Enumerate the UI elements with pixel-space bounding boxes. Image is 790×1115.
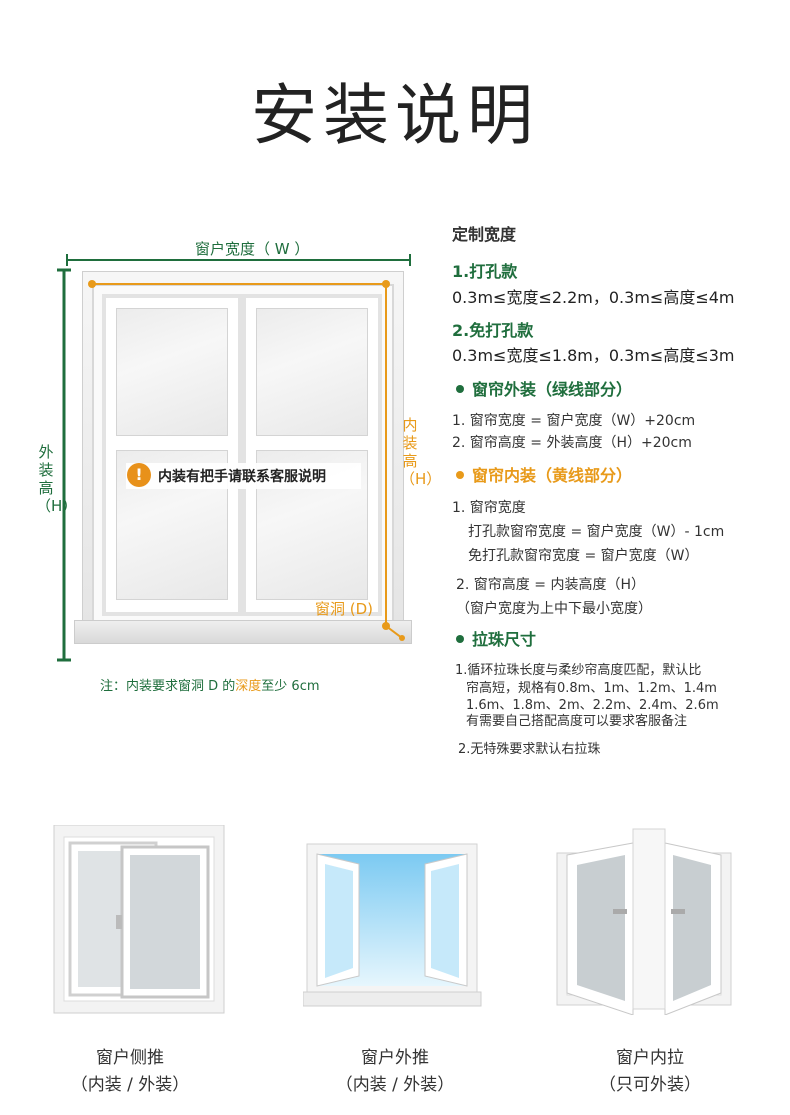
bead-heading: 拉珠尺寸 (456, 626, 536, 650)
bead-line1: 1.循环拉珠长度与柔纱帘高度匹配，默认比 (455, 663, 702, 678)
width-label: 窗户宽度（ W ） (195, 240, 310, 258)
window-type-1-mount: （内装 / 外装） (70, 1075, 190, 1095)
inner-mount-width: 1. 窗帘宽度 (452, 500, 526, 516)
measurement-lines (57, 254, 411, 662)
inward-window-icon (556, 828, 732, 1016)
inward-window-image (555, 825, 735, 1016)
warning-banner (126, 463, 361, 489)
outer-height-label: 外装高（H） (36, 443, 78, 515)
depth-label: 窗洞 (D) (315, 600, 374, 618)
inner-mount-height: 2. 窗帘高度 = 内装高度（H） (456, 577, 645, 593)
bead-line5: 2.无特殊要求默认右拉珠 (458, 742, 601, 757)
depth-note: 注：内装要求窗洞 D 的深度至少 6cm (100, 679, 320, 694)
outward-window-image (302, 840, 483, 1030)
bead-line2: 帘高短，规格有0.8m、1m、1.2m、1.4m (466, 681, 717, 696)
bullet-icon (456, 470, 464, 479)
bullet-icon (456, 384, 464, 393)
inner-mount-height-note: （窗户宽度为上中下最小宽度） (456, 601, 652, 617)
inner-mount-width-nodrill: 免打孔款窗帘宽度 = 窗户宽度（W） (468, 548, 699, 564)
window-glass (256, 308, 368, 436)
window-measurement-diagram: 窗户宽度（ W ） 外装高（H） 内装高（H） 窗洞 (D) ! 内装有把手请联… (30, 228, 442, 698)
outer-mount-height: 2. 窗帘高度 = 外装高度（H）+20cm (452, 435, 692, 451)
sliding-window-image (50, 824, 230, 1015)
type2-title: 2.免打孔款 (452, 321, 534, 340)
page-title: 安装说明 (251, 77, 539, 154)
window-type-1-name: 窗户侧推 (96, 1048, 164, 1068)
sliding-window-icon (53, 824, 225, 1014)
bead-line4: 有需要自己搭配高度可以要求客服备注 (466, 714, 688, 729)
custom-width-heading: 定制宽度 (452, 225, 517, 244)
inner-height-label: 内装高（H） (400, 416, 442, 488)
type1-title: 1.打孔款 (452, 262, 518, 281)
window-type-2-name: 窗户外推 (361, 1048, 429, 1068)
window-type-2-mount: （内装 / 外装） (335, 1075, 455, 1095)
outer-mount-heading: 窗帘外装（绿线部分） (456, 376, 632, 400)
window-type-3-mount: （只可外装） (599, 1075, 701, 1095)
warning-text: 内装有把手请联系客服说明 (158, 469, 326, 485)
note-highlight: 深度 (235, 679, 262, 694)
bullet-icon (456, 634, 464, 643)
window-sill (74, 620, 412, 644)
bead-line3: 1.6m、1.8m、2m、2.2m、2.4m、2.6m (466, 698, 719, 713)
type2-range: 0.3m≤宽度≤1.8m，0.3m≤高度≤3m (452, 346, 735, 365)
outward-window-icon (302, 843, 482, 1007)
warning-icon: ! (127, 463, 151, 487)
inner-mount-heading: 窗帘内装（黄线部分） (456, 462, 632, 486)
outer-mount-width: 1. 窗帘宽度 = 窗户宽度（W）+20cm (452, 413, 696, 429)
window-type-3-name: 窗户内拉 (616, 1048, 684, 1068)
type1-range: 0.3m≤宽度≤2.2m，0.3m≤高度≤4m (452, 288, 735, 307)
inner-mount-width-drilled: 打孔款窗帘宽度 = 窗户宽度（W）- 1cm (468, 524, 725, 540)
window-glass (116, 308, 228, 436)
